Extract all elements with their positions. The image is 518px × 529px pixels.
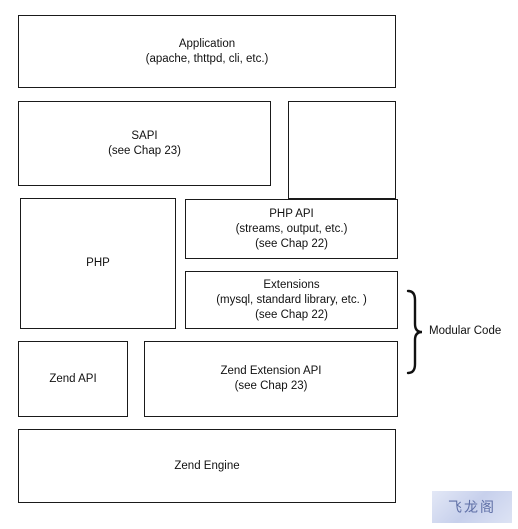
sapi-subtitle: (see Chap 23) bbox=[108, 144, 181, 157]
zend-engine-title: Zend Engine bbox=[174, 459, 240, 472]
zend-engine-box: Zend Engine bbox=[18, 429, 396, 503]
php-box: PHP bbox=[20, 198, 176, 329]
zend-api-box: Zend API bbox=[18, 341, 128, 417]
php-api-box: PHP API (streams, output, etc.) (see Cha… bbox=[185, 199, 398, 259]
zend-extension-api-title: Zend Extension API bbox=[220, 365, 322, 377]
application-subtitle: (apache, thttpd, cli, etc.) bbox=[145, 52, 269, 65]
php-api-line3: (see Chap 22) bbox=[255, 237, 328, 250]
application-box: Application (apache, thttpd, cli, etc.) bbox=[18, 15, 396, 88]
php-title: PHP bbox=[86, 257, 110, 269]
sapi-box: SAPI (see Chap 23) bbox=[18, 101, 271, 186]
zend-api-title: Zend API bbox=[49, 372, 97, 385]
zend-extension-api-box: Zend Extension API (see Chap 23) bbox=[144, 341, 398, 417]
modular-code-label: Modular Code bbox=[429, 325, 502, 337]
php-api-line2: (streams, output, etc.) bbox=[235, 222, 348, 235]
watermark-logo: 飞龙阁 bbox=[432, 491, 512, 523]
application-title: Application bbox=[178, 37, 236, 50]
php-api-title: PHP API bbox=[269, 207, 314, 220]
extensions-box: Extensions (mysql, standard library, etc… bbox=[185, 271, 398, 329]
extensions-line3: (see Chap 22) bbox=[255, 308, 328, 321]
sapi-title: SAPI bbox=[131, 129, 158, 142]
extensions-line2: (mysql, standard library, etc. ) bbox=[216, 293, 367, 306]
zend-extension-api-subtitle: (see Chap 23) bbox=[234, 380, 308, 392]
extensions-title: Extensions bbox=[263, 278, 320, 291]
modular-code-brace bbox=[406, 289, 423, 375]
watermark-text: 飞龙阁 bbox=[448, 500, 496, 516]
sapi-side-box bbox=[288, 101, 396, 199]
